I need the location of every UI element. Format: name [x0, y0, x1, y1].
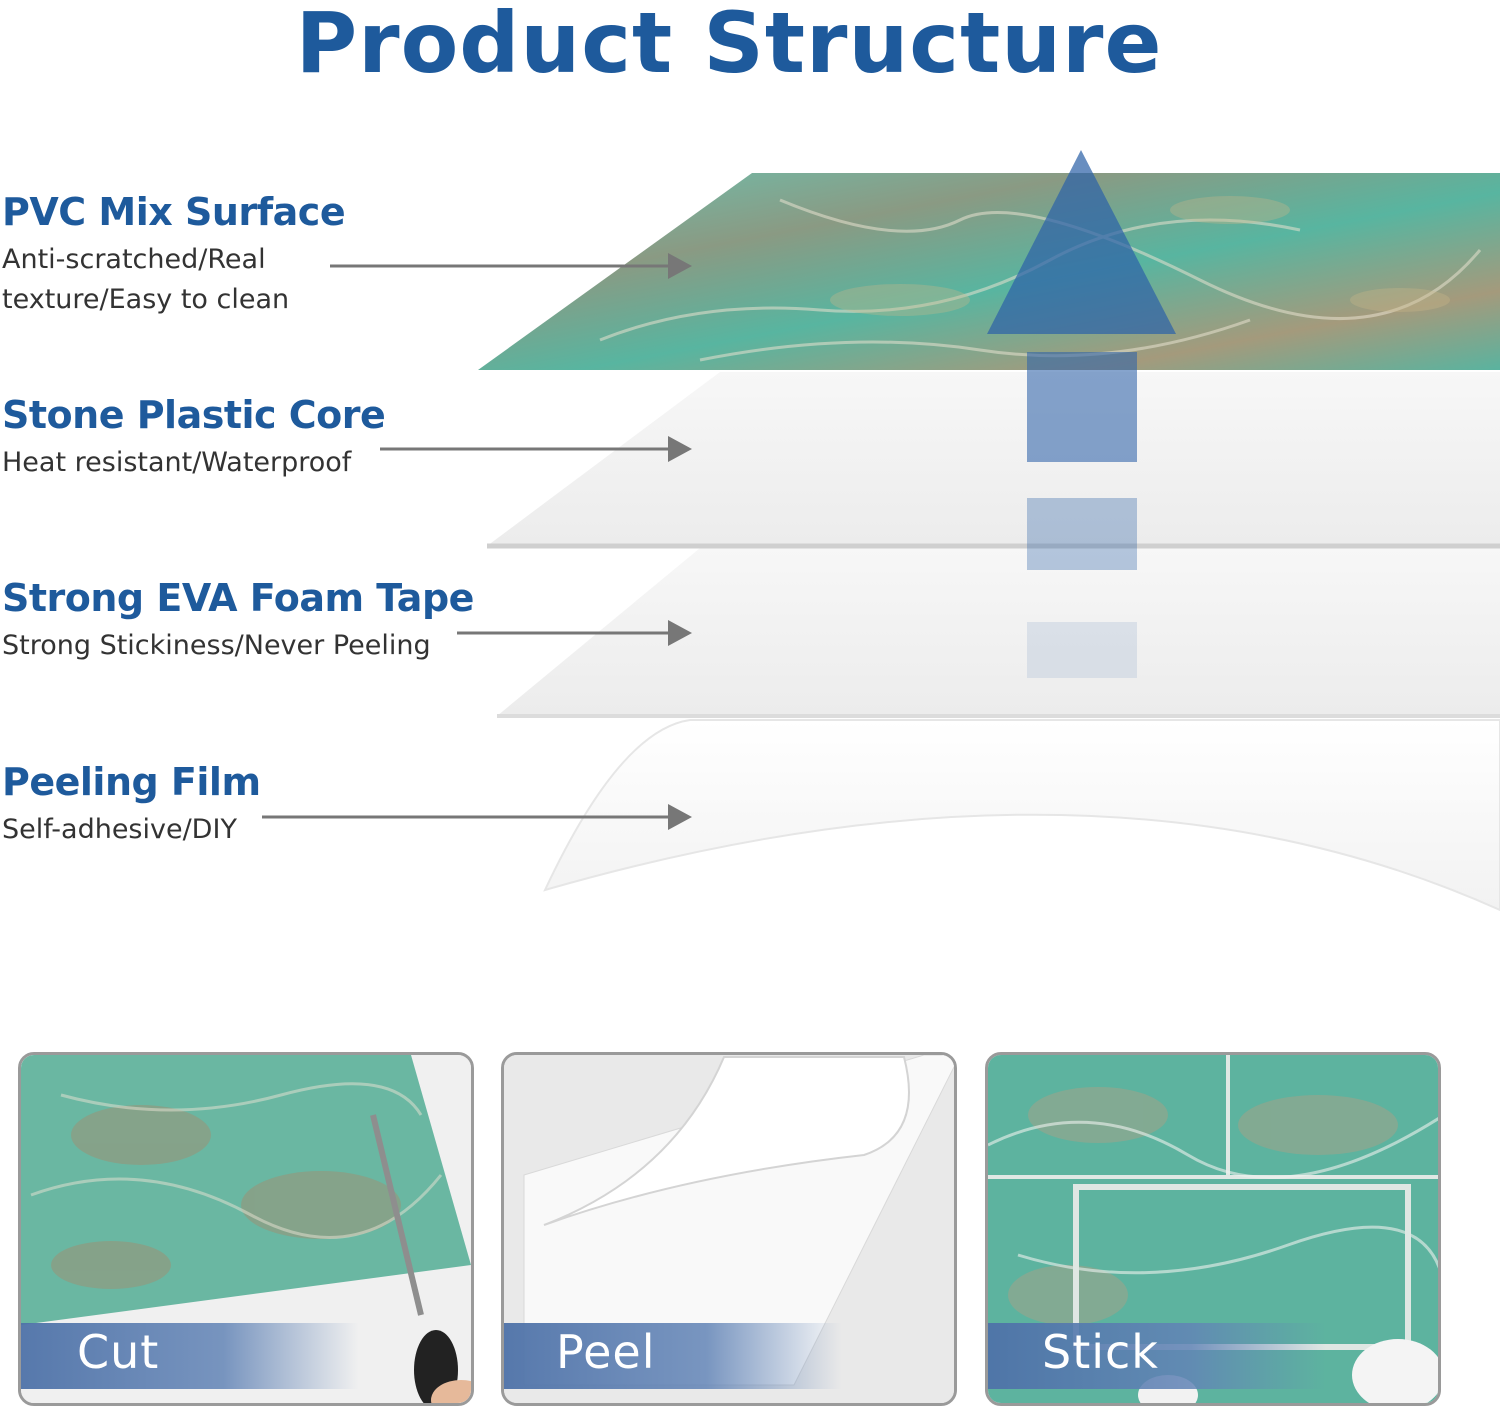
layer-name: Peeling Film [2, 760, 261, 804]
layer-label-pvc-surface: PVC Mix Surface Anti-scratched/Real text… [2, 190, 346, 320]
step-panel-peel: Peel [501, 1052, 957, 1406]
upward-arrow-icon [987, 150, 1176, 678]
layer-description: Strong Stickiness/Never Peeling [2, 630, 431, 661]
layer-description: Self-adhesive/DIY [2, 814, 237, 845]
peeling-film-layer [543, 719, 1500, 912]
layer-description: Heat resistant/Waterproof [2, 447, 352, 478]
step-panel-stick: Stick [985, 1052, 1441, 1406]
layer-description: Anti-scratched/Real texture/Easy to clea… [2, 244, 290, 315]
layer-name: Stone Plastic Core [2, 393, 386, 437]
foam-tape-layer [497, 548, 1500, 716]
step-label-stick: Stick [1042, 1325, 1159, 1379]
pvc-surface-layer [478, 173, 1500, 370]
step-panel-cut: Cut [18, 1052, 474, 1406]
step-label-peel: Peel [556, 1325, 656, 1379]
layer-diagram [262, 150, 1500, 912]
layer-name: PVC Mix Surface [2, 190, 346, 234]
step-label-cut: Cut [77, 1325, 160, 1379]
layer-name: Strong EVA Foam Tape [2, 576, 474, 620]
stone-core-layer [487, 372, 1500, 546]
layer-label-stone-core: Stone Plastic Core Heat resistant/Waterp… [2, 393, 386, 483]
page-title: Product Structure [295, 0, 1163, 92]
layer-label-peeling-film: Peeling Film Self-adhesive/DIY [2, 760, 261, 850]
layer-label-foam-tape: Strong EVA Foam Tape Strong Stickiness/N… [2, 576, 474, 666]
